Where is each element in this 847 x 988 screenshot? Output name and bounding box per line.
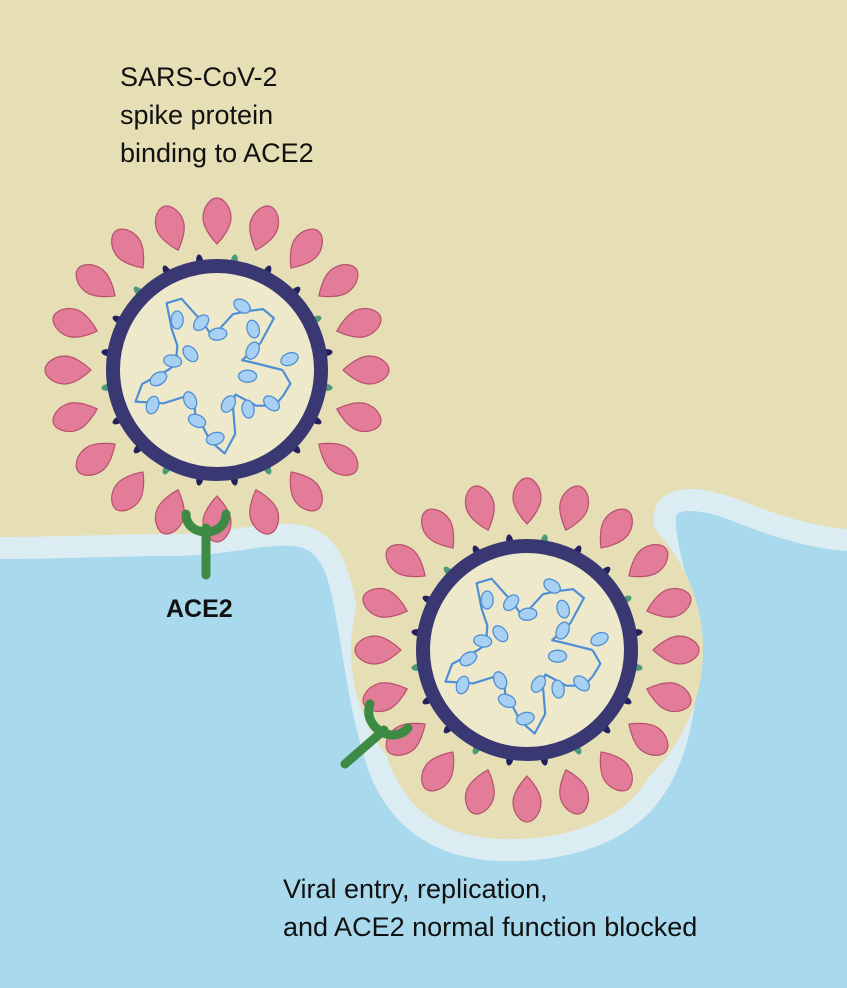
nucleocapsid-protein-icon: [515, 711, 535, 726]
nucleocapsid-protein-icon: [518, 607, 538, 621]
nucleocapsid-protein-icon: [459, 651, 478, 667]
nucleocapsid-protein-icon: [492, 625, 509, 643]
virus-icon: [44, 197, 390, 543]
nucleocapsid-protein-icon: [149, 371, 168, 387]
nucleocapsid-protein-icon: [170, 310, 184, 330]
nucleocapsid-protein-icon: [192, 314, 210, 332]
receptor-label: ACE2: [166, 595, 233, 623]
nucleocapsid-protein-icon: [245, 341, 260, 360]
nucleocapsid-protein-icon: [492, 671, 508, 690]
nucleocapsid-protein-icon: [551, 679, 565, 699]
nucleocapsid-protein-icon: [205, 431, 225, 446]
nucleocapsid-protein-icon: [237, 369, 258, 383]
nucleocapsid-protein-icon: [530, 675, 547, 693]
nucleocapsid-protein-icon: [573, 675, 591, 692]
outcome-caption: Viral entry, replication, and ACE2 norma…: [283, 870, 697, 946]
virus-icon: [351, 474, 703, 826]
outcome-caption-line-2: and ACE2 normal function blocked: [283, 912, 698, 942]
nucleocapsid-protein-icon: [473, 634, 493, 648]
nucleocapsid-protein-icon: [502, 594, 520, 612]
outcome-caption-line-1: Viral entry, replication,: [283, 874, 548, 904]
ace2-receptor-icon: [181, 509, 231, 580]
nucleocapsid-protein-icon: [543, 578, 561, 594]
viral-envelope: [106, 259, 328, 481]
nucleocapsid-protein-icon: [241, 399, 255, 419]
binding-caption-line-1: SARS-CoV-2: [120, 62, 278, 92]
cytoplasm: [0, 499, 847, 988]
nucleocapsid-protein-icon: [280, 351, 299, 367]
nucleocapsid-protein-icon: [555, 621, 570, 640]
nucleocapsid-protein-icon: [182, 345, 199, 363]
nucleocapsid-protein-icon: [220, 395, 237, 413]
nucleocapsid-protein-icon: [233, 298, 251, 314]
binding-caption-line-3: binding to ACE2: [120, 138, 314, 168]
nucleocapsid-protein-icon: [497, 693, 517, 709]
nucleocapsid-protein-icon: [182, 391, 198, 410]
nucleocapsid-protein-icon: [246, 319, 261, 339]
nucleocapsid-protein-icon: [556, 599, 571, 619]
nucleocapsid-protein-icon: [455, 675, 470, 695]
nucleocapsid-protein-icon: [590, 631, 609, 647]
nucleocapsid-protein-icon: [187, 413, 207, 429]
nucleocapsid-protein-icon: [145, 395, 160, 415]
cell-membrane: [0, 489, 847, 862]
nucleocapsid-protein-icon: [263, 395, 281, 412]
nucleocapsid-protein-icon: [163, 354, 183, 368]
ace2-receptor-icon: [340, 699, 413, 769]
viral-envelope: [416, 539, 638, 761]
nucleocapsid-protein-icon: [547, 649, 568, 663]
nucleocapsid-protein-icon: [208, 327, 228, 341]
binding-caption-line-2: spike protein: [120, 100, 274, 130]
binding-caption: SARS-CoV-2 spike protein binding to ACE2: [120, 58, 314, 172]
nucleocapsid-protein-icon: [480, 590, 494, 610]
